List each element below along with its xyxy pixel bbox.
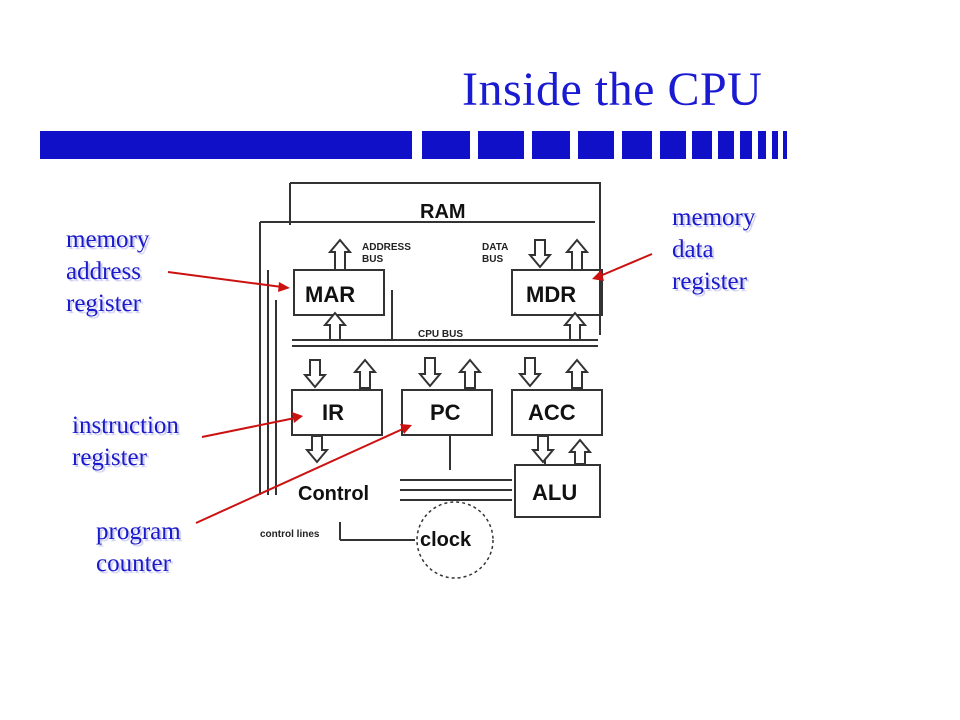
acc-down-arrow [517,357,543,388]
acc-box [511,389,603,436]
clock-circle [416,501,494,579]
mdr-label: MDR [526,282,576,307]
pc-box [401,389,493,436]
pc-callout-arrow [195,427,406,524]
data-bus-label-2: BUS [482,254,503,265]
ir-callout-line: register [72,444,147,471]
mar-callout-arrow [167,271,283,288]
title-bar-segment [740,131,752,159]
mar-callout: memory address register [66,224,149,320]
ir-callout-line: instruction [72,412,179,439]
pc-callout-line: program [96,518,181,545]
ir-callout-arrow [201,417,296,438]
alu-label: ALU [532,480,577,505]
title-bar-segment [718,131,734,159]
mdr-callout-line: memory [672,204,756,231]
control-lines-label: control lines [260,529,320,540]
acc-label: ACC [528,400,576,425]
control-label: Control [298,483,369,505]
mdr-callout-line: data [672,236,714,263]
slide-title: Inside the CPU [462,63,763,116]
ir-box [291,389,383,436]
mdr-callout-line: register [672,268,747,295]
pc-callout: program counter [96,516,181,580]
cpu-bus-label: CPU BUS [418,329,463,340]
mar-up-arrow [327,238,353,271]
pc-down-arrow [417,357,443,388]
title-bar-segment [772,131,778,159]
mdr-up-arrow [564,238,590,271]
ir-label: IR [322,400,344,425]
ir-to-control-arrow [304,435,330,464]
ram-label: RAM [420,201,466,223]
mar-bottom-arrow [322,311,348,341]
pc-label: PC [430,400,461,425]
mdr-callout: memory data register [672,202,755,298]
pc-callout-line: counter [96,550,171,577]
ir-down-arrow [302,359,328,389]
ir-callout: instruction register [72,410,179,474]
mar-callout-arrowhead [278,282,290,292]
data-bus-label-1: DATA [482,242,508,253]
mar-callout-line: address [66,258,141,285]
title-bar-segment [758,131,766,159]
title-bar-segment [532,131,570,159]
address-bus-label-1: ADDRESS [362,242,411,253]
title-bar-segment [783,131,787,159]
mdr-callout-arrowhead [592,270,604,281]
mdr-box [511,269,603,316]
title-bar-segment [622,131,652,159]
acc-to-alu-arrow [530,435,556,464]
alu-box [514,464,601,518]
alu-up-arrow [567,438,593,465]
mdr-bus-arrow [562,311,588,341]
ram-outline [290,182,601,335]
ir-callout-arrowhead [292,412,303,423]
mar-callout-line: register [66,290,141,317]
mar-callout-line: memory [66,226,150,253]
ir-up-arrow [352,358,378,389]
address-bus-label-2: BUS [362,254,383,265]
pc-up-arrow [457,358,483,389]
pc-callout-arrowhead [400,424,412,434]
title-bar-segment [478,131,524,159]
title-bar-segment [578,131,614,159]
title-bar-segment [692,131,712,159]
mar-label: MAR [305,282,355,307]
mdr-down-arrow [527,239,553,269]
clock-label: clock [420,529,472,551]
title-bar-segment [40,131,412,159]
acc-up-arrow [564,358,590,389]
mdr-callout-arrow [599,253,653,277]
title-bar-segment [660,131,686,159]
title-bar-segment [422,131,470,159]
